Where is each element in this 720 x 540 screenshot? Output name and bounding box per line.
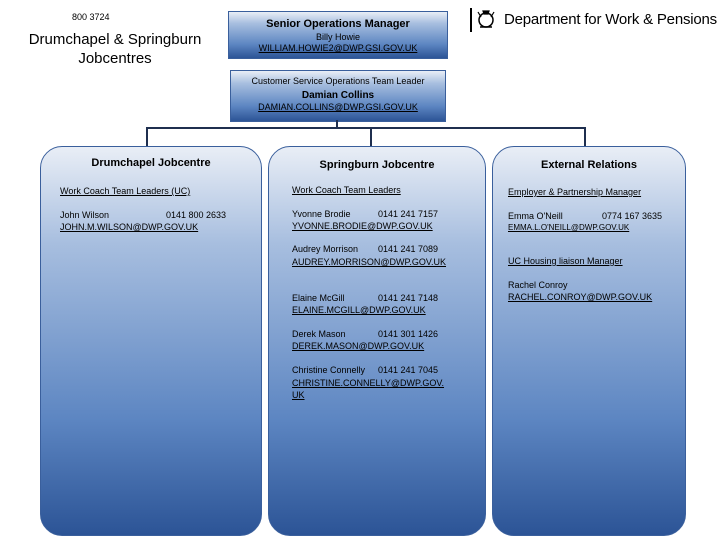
reference-number: 800 3724 (72, 12, 110, 22)
drumchapel-contact-name: John Wilson (60, 210, 110, 220)
springburn-contact-name: Derek Mason (292, 329, 346, 339)
external-contact-2-name: Rachel Conroy (508, 280, 568, 290)
org-logo-text: Department for Work & Pensions (504, 11, 717, 28)
connector-vertical-main (336, 120, 338, 128)
connector-left (146, 127, 148, 147)
drumchapel-contact-phone: 0141 800 2633 (166, 210, 227, 220)
drumchapel-contact-email[interactable]: JOHN.M.WILSON@DWP.GOV.UK (60, 222, 199, 232)
team-leader-box: Customer Service Operations Team Leader … (230, 70, 446, 122)
drumchapel-column: Drumchapel Jobcentre (40, 146, 262, 536)
springburn-contact-phone: 0141 241 7157 (378, 209, 439, 219)
senior-manager-box: Senior Operations Manager Billy Howie WI… (228, 11, 448, 59)
springburn-contact-phone: 0141 241 7089 (378, 244, 439, 254)
external-contact-name: Emma O'Neill (508, 211, 563, 221)
springburn-contact-email[interactable]: CHRISTINE.CONNELLY@DWP.GOV.UK (292, 378, 445, 400)
team-leader-name: Damian Collins (301, 90, 375, 101)
external-contact-phone: 0774 167 3635 (602, 211, 663, 221)
drumchapel-role: Work Coach Team Leaders (UC) (60, 186, 191, 196)
external-role: Employer & Partnership Manager (508, 187, 642, 197)
springburn-contact-phone: 0141 301 1426 (378, 329, 439, 339)
external-role-2: UC Housing liaison Manager (508, 256, 623, 266)
drumchapel-title: Drumchapel Jobcentre (91, 157, 211, 169)
logo-divider (470, 8, 472, 32)
springburn-contact-name: Audrey Morrison (292, 244, 359, 254)
senior-manager-name: Billy Howie (315, 32, 360, 42)
springburn-contact-name: Elaine McGill (292, 293, 345, 303)
connector-middle (370, 127, 372, 147)
team-leader-title: Customer Service Operations Team Leader (251, 76, 425, 86)
springburn-contact-name: Yvonne Brodie (292, 209, 351, 219)
springburn-contact-phone: 0141 241 7148 (378, 293, 439, 303)
connector-right (584, 127, 586, 147)
springburn-contact-email[interactable]: YVONNE.BRODIE@DWP.GOV.UK (292, 221, 433, 231)
springburn-contact-phone: 0141 241 7045 (378, 365, 439, 375)
external-relations-column: External Relations (492, 146, 686, 536)
office-title: Drumchapel & Springburn Jobcentres (28, 31, 202, 67)
connector-horizontal (146, 127, 586, 129)
senior-manager-title: Senior Operations Manager (266, 18, 410, 30)
team-leader-email[interactable]: DAMIAN.COLLINS@DWP.GSI.GOV.UK (258, 102, 418, 112)
springburn-contact-email[interactable]: ELAINE.MCGILL@DWP.GOV.UK (292, 305, 426, 315)
royal-crest-icon (477, 10, 495, 28)
external-contact-2-email[interactable]: RACHEL.CONROY@DWP.GOV.UK (508, 292, 653, 302)
senior-manager-email[interactable]: WILLIAM.HOWIE2@DWP.GSI.GOV.UK (258, 43, 418, 53)
springburn-contact-email[interactable]: DEREK.MASON@DWP.GOV.UK (292, 341, 425, 351)
external-contact-email[interactable]: EMMA.L.O'NEILL@DWP.GOV.UK (508, 223, 630, 232)
springburn-column: Springburn Jobcentre (268, 146, 486, 536)
springburn-role: Work Coach Team Leaders (292, 185, 401, 195)
springburn-title: Springburn Jobcentre (319, 159, 435, 171)
springburn-contact-name: Christine Connelly (292, 365, 366, 375)
springburn-contact-email[interactable]: AUDREY.MORRISON@DWP.GOV.UK (292, 257, 447, 267)
external-title: External Relations (541, 159, 637, 171)
